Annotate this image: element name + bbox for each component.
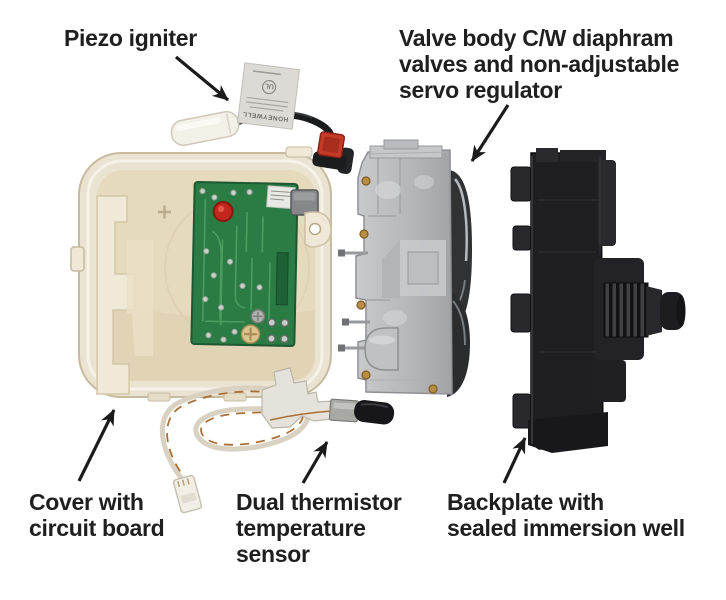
circuit-board — [190, 180, 299, 347]
red-led-highlight — [217, 205, 225, 213]
callout-backplate: Backplate with sealed immersion well — [447, 489, 685, 541]
valve-casting-details — [366, 139, 449, 381]
diaphragm-covers — [447, 170, 472, 397]
pcb-traces — [201, 199, 271, 326]
cover-bottom-tab-right — [223, 392, 247, 402]
cover-top-tab — [285, 146, 313, 158]
callout-piezo-igniter: Piezo igniter — [64, 25, 197, 51]
sensor-probe — [354, 400, 395, 425]
igniter-body — [170, 111, 240, 146]
piezo-igniter-part: UL HONEYWELL — [170, 62, 354, 175]
ul-mark-text: UL — [264, 81, 275, 89]
callout-cover: Cover with circuit board — [29, 489, 165, 541]
cover-connector-highlight — [293, 192, 316, 201]
red-led — [212, 201, 234, 223]
cover-bottom-tab-left — [147, 392, 171, 402]
ul-mark-icon: UL — [261, 79, 277, 95]
valve-inlet-boss — [364, 327, 399, 371]
pcb-label — [266, 185, 296, 210]
callout-valve-body: Valve body C/W diaphram valves and non-a… — [399, 25, 680, 103]
cover-step-inner — [127, 240, 153, 356]
pcb-screw-brass — [240, 324, 261, 344]
sensor-lead-wire — [269, 410, 333, 421]
pcb-board — [190, 180, 299, 347]
mounting-tab — [304, 211, 332, 248]
arrow-cover — [77, 409, 116, 482]
thermistor-part — [159, 367, 395, 514]
sensor-connector — [172, 474, 203, 514]
backplate-upper-block — [598, 160, 616, 246]
igniter-connector — [312, 131, 354, 175]
pcb-solder-pads — [199, 187, 263, 343]
valve-pins — [338, 249, 370, 352]
backplate-lower-block — [592, 360, 626, 402]
backplate-foot — [528, 412, 608, 453]
igniter-sticker: UL HONEYWELL — [236, 62, 301, 130]
arrow-thermistor — [301, 441, 329, 484]
callout-arrows — [77, 55, 527, 484]
arrow-valve — [470, 104, 510, 162]
arrow-backplate — [502, 437, 527, 484]
pcb-slot-component — [275, 252, 289, 306]
pcb-screw-silver — [250, 309, 266, 324]
callout-thermistor: Dual thermistor temperature sensor — [236, 489, 402, 567]
plus-mark — [158, 205, 171, 219]
sensor-clip — [328, 398, 360, 423]
cover-side-clip — [70, 246, 85, 272]
cover-part — [70, 146, 332, 402]
backplate-part — [510, 148, 686, 453]
valve-screws — [356, 176, 438, 394]
backplate-highlights — [531, 156, 601, 444]
backplate-slab — [530, 152, 604, 450]
sensor-wire — [159, 385, 337, 489]
immersion-well — [603, 282, 686, 338]
backplate-tabs — [510, 166, 532, 429]
backplate-top-edge — [560, 150, 606, 162]
pcb-terminal-pads — [267, 318, 290, 344]
cover-rim-highlight — [86, 159, 324, 391]
backplate-top-notch — [536, 148, 558, 162]
arrow-piezo — [174, 55, 230, 102]
valve-body-part — [338, 139, 472, 397]
